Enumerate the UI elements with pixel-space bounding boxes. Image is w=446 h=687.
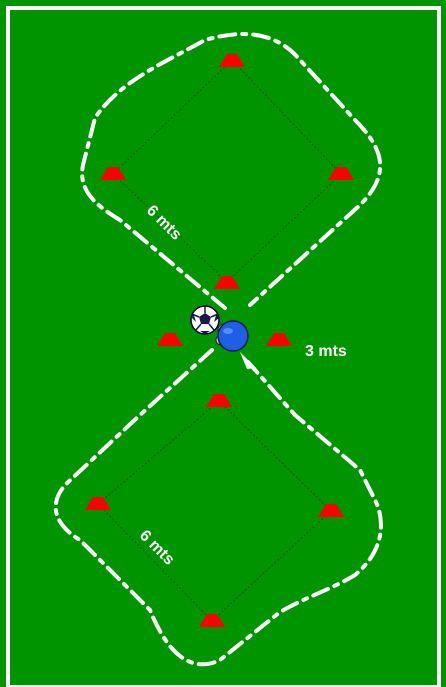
soccer-ball-icon xyxy=(191,306,219,334)
gap-distance-label: 3 mts xyxy=(305,343,347,361)
